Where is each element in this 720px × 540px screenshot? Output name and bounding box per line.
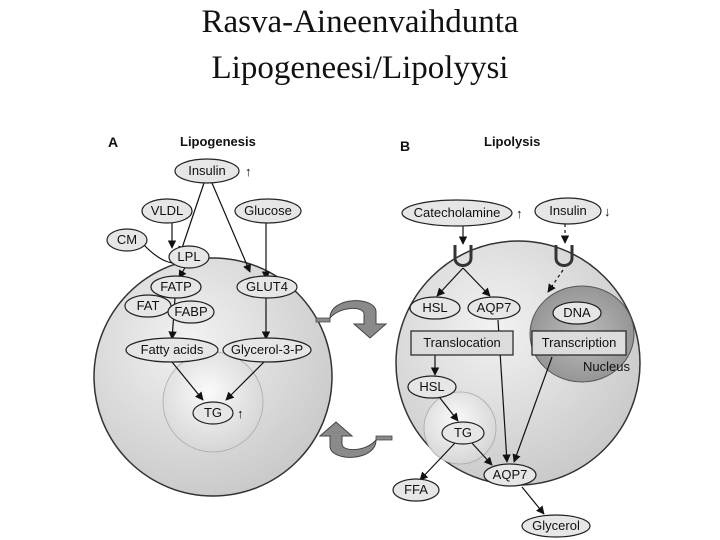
page-subtitle: Lipogeneesi/Lipolyysi (211, 50, 509, 86)
svg-text:Glucose: Glucose (244, 203, 292, 218)
svg-text:VLDL: VLDL (151, 203, 184, 218)
arrow-hsl-to-tg (439, 397, 459, 422)
node-glycerol-3-p: Glycerol-3-P (222, 337, 312, 363)
node-fabp: FABP (167, 300, 215, 324)
svg-text:DNA: DNA (563, 305, 591, 320)
node-glucose: Glucose (234, 198, 302, 224)
cycle-arrow-top (315, 300, 388, 339)
svg-text:Fatty acids: Fatty acids (141, 342, 204, 357)
box-translocation: Translocation (410, 330, 514, 356)
svg-text:FFA: FFA (404, 482, 428, 497)
nucleus-label: Nucleus (583, 359, 630, 374)
panel-b-letter: B (400, 138, 410, 154)
node-lpl: LPL (168, 245, 210, 269)
arrow-transcription-to-aqp7 (512, 356, 553, 463)
arrow-aqp7-to-glycerol (521, 486, 545, 515)
svg-text:LPL: LPL (177, 249, 200, 264)
box-transcription: Transcription (531, 330, 627, 356)
svg-text:Glycerol: Glycerol (532, 518, 580, 533)
svg-text:Insulin: Insulin (549, 203, 587, 218)
node-tg-b: TG (441, 421, 485, 445)
node-dna: DNA (552, 301, 602, 325)
node-aqp7-bottom: AQP7 (483, 463, 537, 487)
arrow-tg-to-aqp7 (470, 441, 493, 466)
node-catecholamine: Catecholamine ↑ (401, 199, 523, 227)
panel-b-lipolysis: B Lipolysis Catecholamine ↑ Insulin (392, 134, 641, 538)
svg-text:CM: CM (117, 232, 137, 247)
panel-a-lipogenesis: A Lipogenesis Insulin ↑ VLDL Glucose (93, 134, 333, 497)
panel-a-letter: A (108, 134, 118, 150)
svg-text:GLUT4: GLUT4 (246, 279, 288, 294)
insulin-down-indicator: ↓ (604, 204, 611, 219)
node-cm: CM (106, 228, 148, 252)
arrow-insulin-to-glut4 (211, 182, 251, 273)
svg-text:Glycerol-3-P: Glycerol-3-P (231, 342, 303, 357)
insulin-up-indicator: ↑ (245, 164, 252, 179)
svg-text:HSL: HSL (419, 379, 444, 394)
arrow-fatty-acids-to-tg (171, 361, 204, 401)
svg-text:TG: TG (204, 405, 222, 420)
catecholamine-up-indicator: ↑ (516, 206, 523, 221)
svg-text:AQP7: AQP7 (477, 300, 512, 315)
panel-b-heading: Lipolysis (484, 134, 540, 149)
svg-text:HSL: HSL (422, 300, 447, 315)
svg-text:AQP7: AQP7 (493, 467, 528, 482)
node-glut4: GLUT4 (236, 275, 298, 299)
catecholamine-receptor (453, 245, 473, 267)
node-aqp7-top: AQP7 (467, 296, 521, 320)
node-fatp: FATP (150, 275, 202, 299)
cycle-arrow-bottom (318, 421, 393, 458)
svg-text:Translocation: Translocation (423, 335, 501, 350)
node-tg-a: TG ↑ (192, 401, 244, 425)
svg-text:Insulin: Insulin (188, 163, 226, 178)
arrow-receptor-to-aqp7 (462, 267, 491, 297)
svg-text:Catecholamine: Catecholamine (414, 205, 501, 220)
node-ffa: FFA (392, 478, 440, 502)
arrow-insulin-receptor-to-dna (547, 269, 564, 293)
node-fatty-acids: Fatty acids (125, 337, 219, 363)
arrow-glycerol3p-to-tg (225, 361, 265, 401)
node-fat: FAT (124, 294, 172, 318)
svg-text:FATP: FATP (160, 279, 192, 294)
page-title: Rasva-Aineenvaihdunta (201, 4, 519, 40)
node-vldl: VLDL (141, 198, 193, 224)
node-glycerol: Glycerol (521, 514, 591, 538)
svg-text:TG: TG (454, 425, 472, 440)
node-hsl-lower: HSL (407, 375, 457, 399)
arrow-insulin-to-lpl (178, 182, 205, 255)
arrow-tg-to-ffa (419, 442, 456, 481)
tg-up-indicator: ↑ (237, 406, 244, 421)
node-insulin-a: Insulin ↑ (174, 158, 252, 184)
svg-text:Transcription: Transcription (542, 335, 617, 350)
svg-text:FAT: FAT (137, 298, 160, 313)
panel-a-heading: Lipogenesis (180, 134, 256, 149)
insulin-receptor (554, 245, 574, 267)
node-hsl-top: HSL (409, 296, 461, 320)
node-insulin-b: Insulin ↓ (534, 197, 611, 225)
arrow-receptor-to-hsl (436, 267, 464, 297)
svg-text:FABP: FABP (174, 304, 207, 319)
